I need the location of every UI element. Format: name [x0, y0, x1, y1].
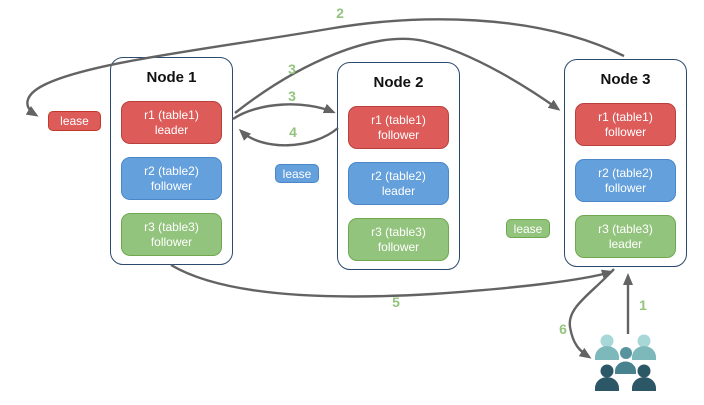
replica-role: follower [377, 239, 420, 254]
step-label-3b: 3 [288, 88, 296, 104]
step-label-2: 2 [336, 5, 344, 21]
node-3-replica-r3: r3 (table3) leader [575, 215, 676, 258]
lease-badge-table1: lease [48, 111, 101, 131]
replica-name: r3 (table3) [144, 219, 199, 234]
node-2-replica-r1: r1 (table1) follower [348, 106, 449, 149]
node-1-replica-r3: r3 (table3) follower [121, 213, 222, 256]
node-1-replica-r2: r2 (table2) follower [121, 157, 222, 200]
node-2: Node 2 r1 (table1) follower r2 (table2) … [337, 62, 460, 270]
step-label-6: 6 [559, 321, 567, 337]
replica-role: follower [150, 178, 193, 193]
arrow-step-3-node1-to-node2 [232, 103, 336, 120]
replica-name: r2 (table2) [371, 168, 426, 183]
step-label-4: 4 [289, 124, 297, 140]
lease-badge-table2: lease [275, 164, 319, 183]
replica-name: r3 (table3) [371, 224, 426, 239]
replica-role: follower [604, 124, 647, 139]
replica-name: r3 (table3) [598, 221, 653, 236]
replica-role: follower [377, 127, 420, 142]
replica-name: r2 (table2) [598, 165, 653, 180]
node-2-title: Node 2 [373, 74, 424, 91]
step-label-1: 1 [639, 297, 647, 313]
replica-name: r1 (table1) [144, 107, 199, 122]
users-icon [595, 334, 656, 391]
node-3-replica-r1: r1 (table1) follower [575, 103, 676, 146]
replica-role: follower [150, 234, 193, 249]
replica-role: leader [381, 183, 416, 198]
replica-role: follower [604, 180, 647, 195]
node-1: Node 1 r1 (table1) leader r2 (table2) fo… [110, 57, 233, 265]
replica-name: r1 (table1) [371, 112, 426, 127]
lease-badge-table3: lease [506, 219, 550, 238]
replica-name: r1 (table1) [598, 109, 653, 124]
node-3-title: Node 3 [600, 71, 651, 88]
node-3: Node 3 r1 (table1) follower r2 (table2) … [564, 59, 687, 267]
step-label-3a: 3 [288, 61, 296, 77]
node-1-replica-r1: r1 (table1) leader [121, 101, 222, 144]
replica-role: leader [154, 122, 189, 137]
step-label-5: 5 [392, 294, 400, 310]
node-2-replica-r2: r2 (table2) leader [348, 162, 449, 205]
node-2-replica-r3: r3 (table3) follower [348, 218, 449, 261]
node-1-title: Node 1 [146, 69, 197, 86]
node-3-replica-r2: r2 (table2) follower [575, 159, 676, 202]
replica-name: r2 (table2) [144, 163, 199, 178]
replica-role: leader [608, 236, 643, 251]
